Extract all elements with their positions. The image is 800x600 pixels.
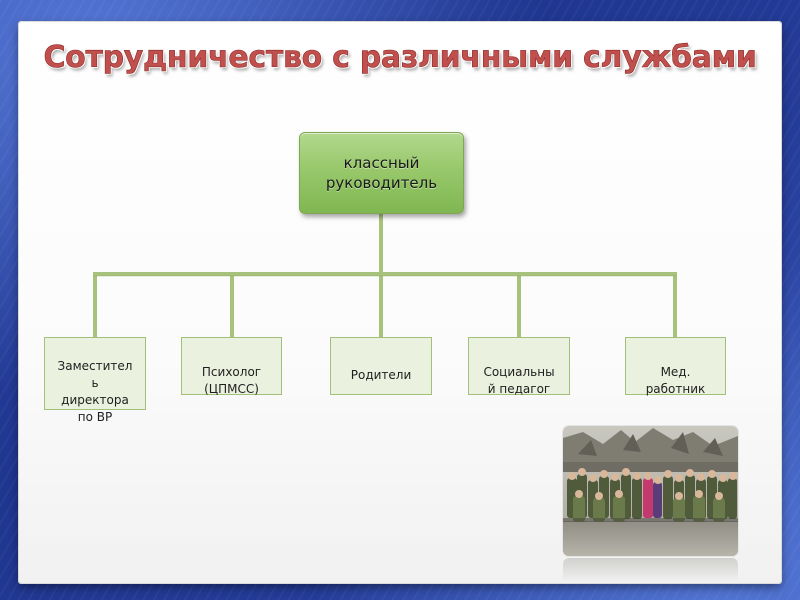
child-node-label: Психолог (ЦПМСС) xyxy=(201,365,262,396)
group-photo xyxy=(563,426,738,556)
child-node-label: Мед. работник xyxy=(645,365,706,396)
child-node-deputy-director: Заместител ь директора по ВР xyxy=(44,337,146,424)
child-node-psychologist: Психолог (ЦПМСС) xyxy=(181,337,282,396)
photo-reflection xyxy=(563,558,738,582)
child-node-label: Родители xyxy=(350,368,412,382)
root-node-class-teacher: классный руководитель xyxy=(299,132,464,214)
root-node-label: классный руководитель xyxy=(325,154,438,192)
child-node-social-teacher: Социальны й педагог xyxy=(468,337,570,396)
slide-title: Сотрудничество с различными службами xyxy=(43,40,757,76)
child-node-label: Заместител ь директора по ВР xyxy=(57,359,133,424)
child-node-label: Социальны й педагог xyxy=(483,365,555,396)
child-node-parents: Родители xyxy=(330,337,432,395)
child-node-medical-worker: Мед. работник xyxy=(625,337,726,396)
group-photo-image xyxy=(563,426,738,556)
